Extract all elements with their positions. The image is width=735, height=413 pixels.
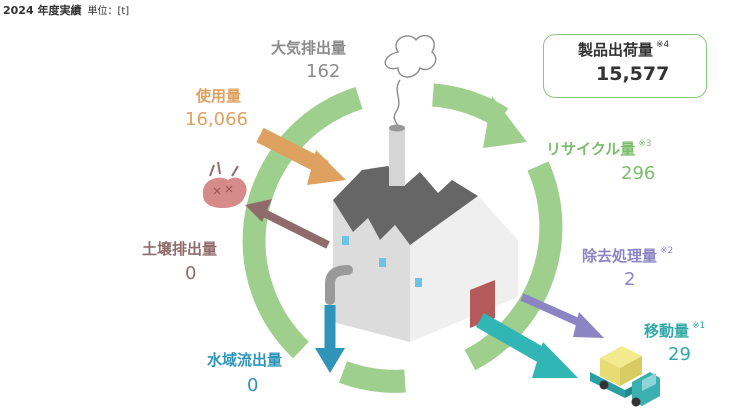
water-label: 水域流出量 <box>207 351 283 369</box>
removal-arrow <box>520 293 604 338</box>
removal-value: 2 <box>624 269 636 290</box>
factory-front-wall <box>333 200 410 342</box>
product-value: 15,577 <box>596 63 670 85</box>
truck-icon <box>590 346 660 407</box>
transfer-value: 29 <box>668 344 691 365</box>
chimney <box>389 128 405 186</box>
transfer-arrow <box>476 313 578 378</box>
recycle-value: 296 <box>621 163 656 184</box>
soil-arrow <box>245 199 330 249</box>
year-label: 2024 年度実績 <box>3 4 82 17</box>
recycle-label: リサイクル量※3 <box>546 139 652 158</box>
soil-mound-icon <box>202 161 247 209</box>
water-arrow <box>315 305 345 373</box>
factory-window-2 <box>379 258 386 267</box>
cycle-arc-bottom <box>339 361 406 393</box>
chimney-top <box>389 124 405 132</box>
factory-window-1 <box>342 236 349 245</box>
usage-arrow <box>256 127 346 185</box>
header: 2024 年度実績単位：[t] <box>3 2 129 18</box>
soil-label: 土壌排出量 <box>142 240 218 258</box>
factory-roof <box>333 166 478 245</box>
soil-value: 0 <box>185 263 197 284</box>
removal-label: 除去処理量※2 <box>582 246 674 265</box>
usage-value: 16,066 <box>185 109 248 130</box>
factory-window-3 <box>415 278 422 287</box>
water-value: 0 <box>247 375 259 396</box>
transfer-label: 移動量※1 <box>644 321 706 340</box>
product-shipment-box <box>543 34 707 98</box>
air-value: 162 <box>306 61 341 82</box>
unit-label: 単位：[t] <box>87 6 130 17</box>
air-label: 大気排出量 <box>271 39 347 57</box>
steam-trail <box>393 79 401 127</box>
cycle-arrowhead-top <box>483 96 527 148</box>
factory-illustration <box>325 124 518 342</box>
product-label: 製品出荷量※4 <box>578 40 670 59</box>
cycle-arc-right <box>464 161 563 371</box>
usage-label: 使用量 <box>196 87 242 105</box>
drain-pipe <box>325 265 353 305</box>
steam-cloud-icon <box>384 34 437 78</box>
